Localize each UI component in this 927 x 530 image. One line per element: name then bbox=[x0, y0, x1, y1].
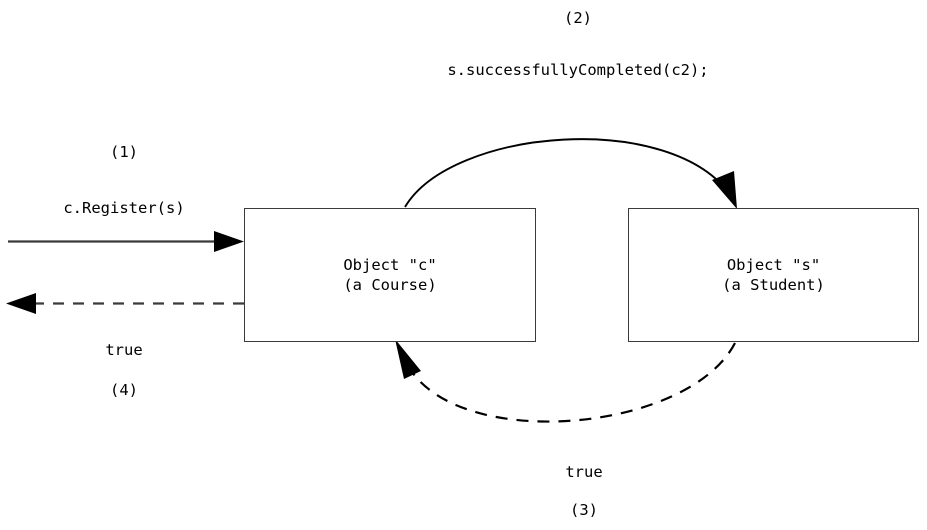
message-3-text-label: true bbox=[565, 463, 603, 481]
message-2-arrow-head bbox=[712, 171, 737, 209]
message-1-arrow-head bbox=[214, 231, 244, 252]
message-3-arrow-return-true bbox=[395, 339, 736, 423]
object-course-name: Object "c" bbox=[343, 256, 437, 274]
message-2-arrow-shaft bbox=[404, 138, 732, 208]
message-1-text-label: c.Register(s) bbox=[63, 199, 185, 217]
message-2-sequence-label: (2) bbox=[564, 9, 592, 27]
message-3-arrow-shaft bbox=[411, 342, 736, 423]
message-1-sequence-label: (1) bbox=[110, 143, 138, 161]
object-course-class: (a Course) bbox=[343, 276, 437, 294]
object-student-class: (a Student) bbox=[722, 276, 825, 294]
object-student-name: Object "s" bbox=[726, 256, 821, 274]
message-4-arrow-head bbox=[6, 293, 36, 314]
object-box-student[interactable]: Object "s" (a Student) bbox=[628, 208, 919, 342]
message-2-arrow-call-successfully-completed bbox=[404, 138, 737, 209]
message-4-sequence-label: (4) bbox=[110, 381, 138, 399]
message-3-arrow-head bbox=[395, 339, 421, 379]
message-4-text-label: true bbox=[105, 341, 143, 359]
message-2-text-label: s.successfullyCompleted(c2); bbox=[447, 61, 709, 79]
message-3-sequence-label: (3) bbox=[570, 501, 598, 519]
message-1-arrow-call-register bbox=[8, 231, 244, 252]
message-4-arrow-return-true bbox=[6, 293, 244, 314]
object-box-course[interactable]: Object "c" (a Course) bbox=[244, 208, 536, 342]
